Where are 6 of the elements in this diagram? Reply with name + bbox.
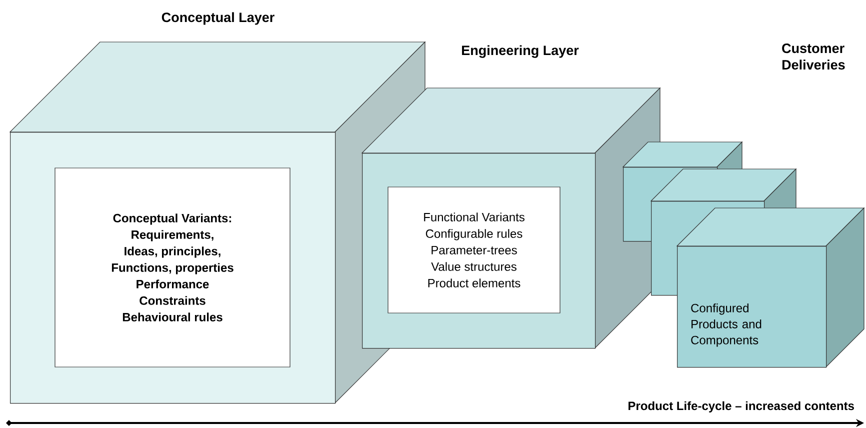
text-box: Conceptual Variants: Requirements, Ideas, principles, Functions, properties Performance Constraints Behavioural rules (54, 168, 290, 368)
text-box: Functional Variants Configurable rules Parameter-trees Value structures Product elements (388, 186, 560, 314)
layer-heading: Engineering Layer (462, 45, 579, 58)
layer-heading: Conceptual Layer (162, 12, 274, 25)
group-heading: Customer Deliveries (782, 44, 845, 70)
axis-label: Product Life-cycle – increased contents (628, 401, 854, 412)
